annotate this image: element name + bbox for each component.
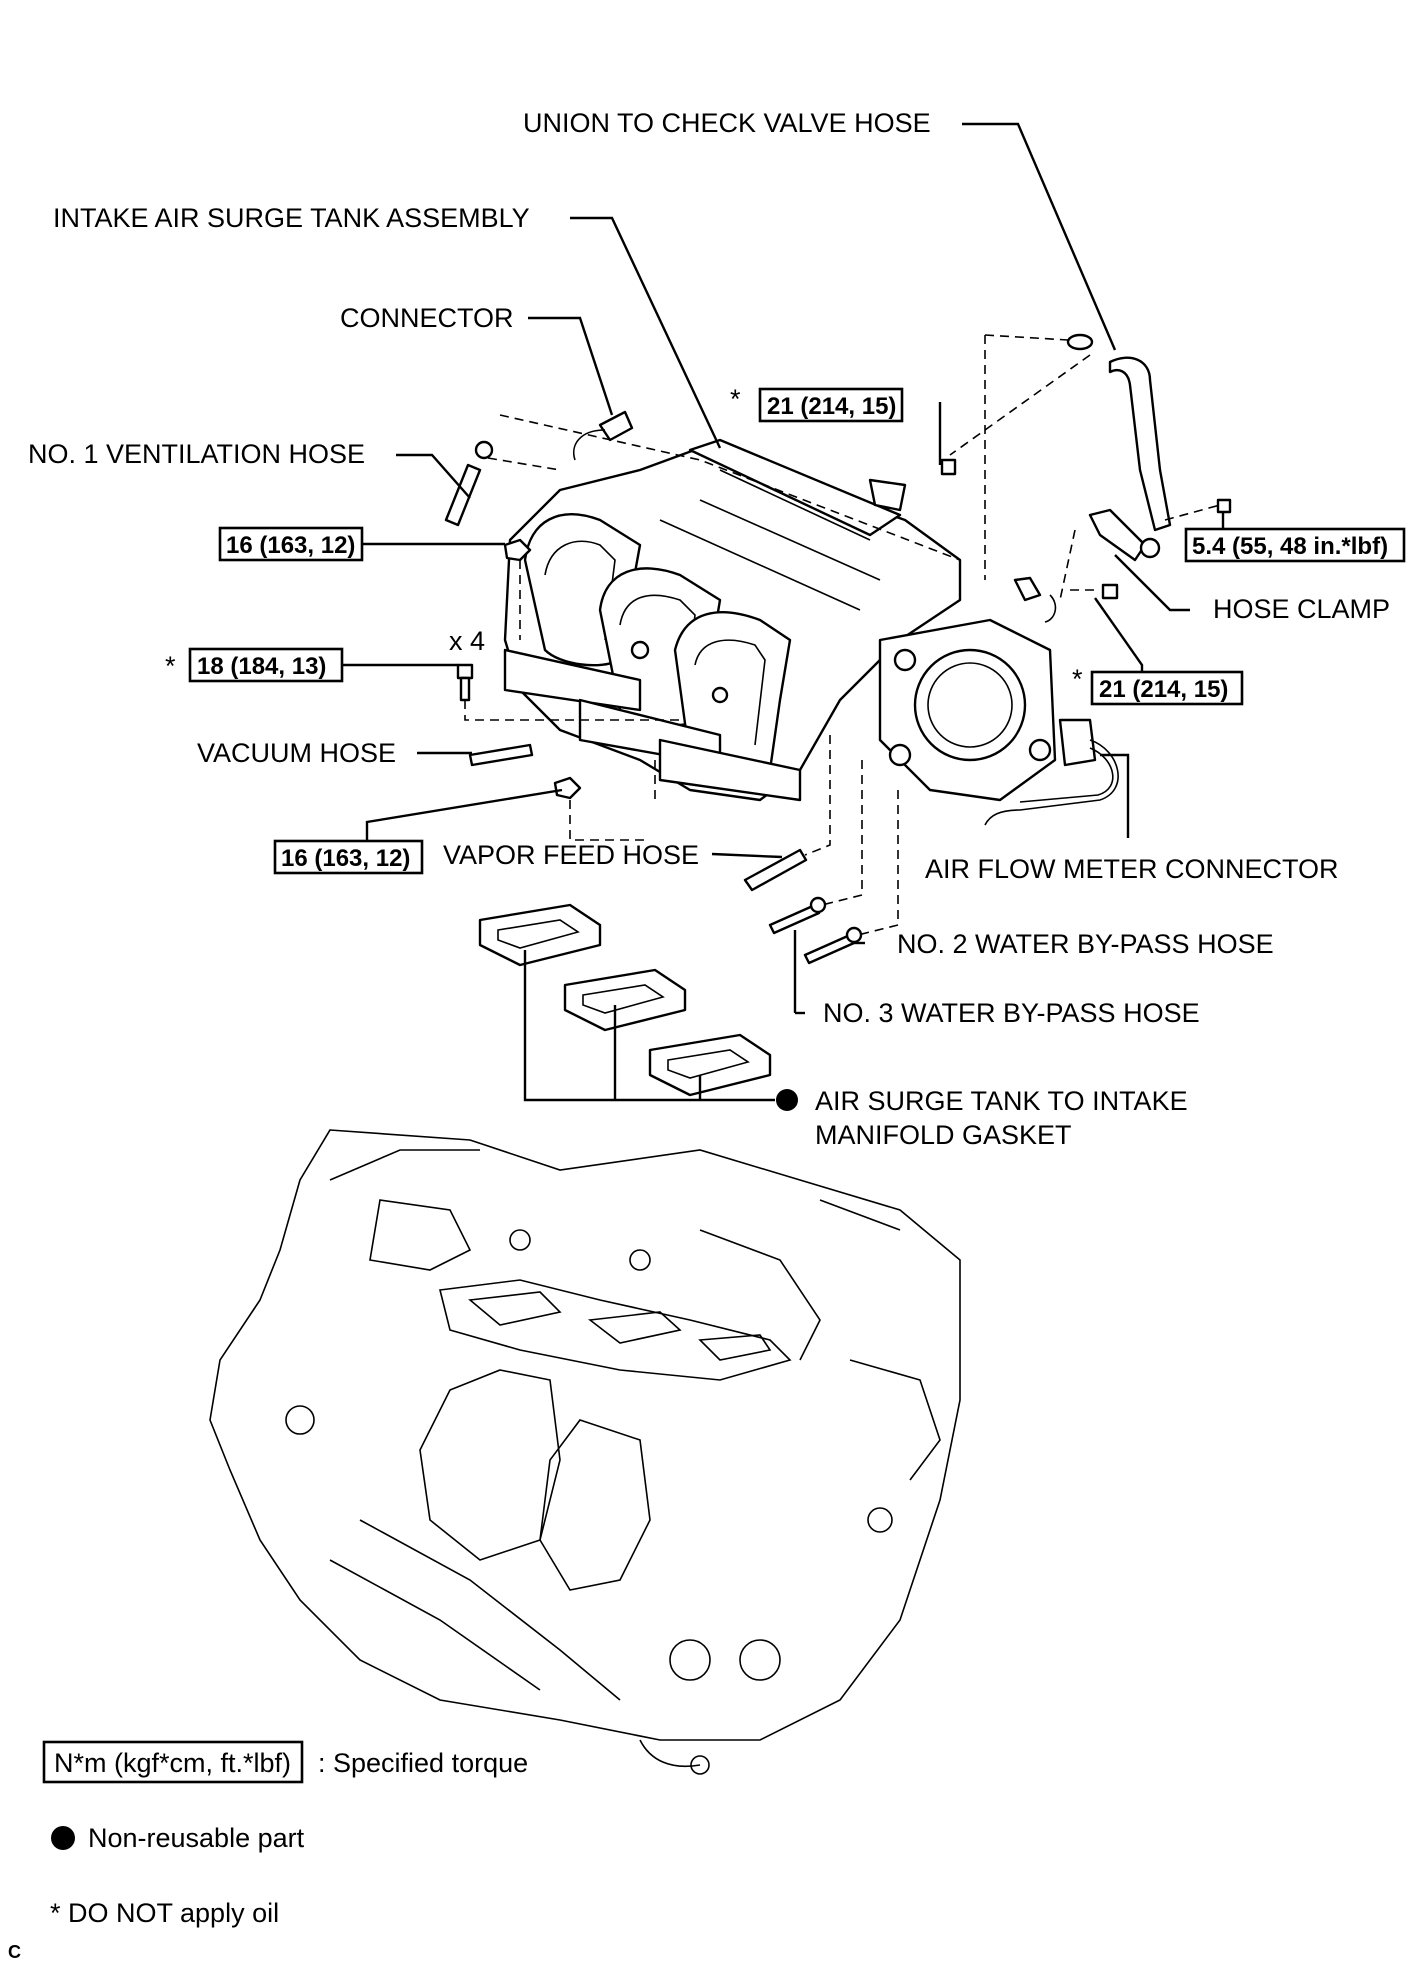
label-no2-water: NO. 2 WATER BY-PASS HOSE [897,929,1274,959]
label-afm-connector: AIR FLOW METER CONNECTOR [925,854,1339,884]
figure-code: C [8,1942,21,1962]
label-no3-water: NO. 3 WATER BY-PASS HOSE [823,998,1200,1028]
label-vacuum-hose: VACUUM HOSE [197,738,396,768]
torque-t21-top: 21 (214, 15) [767,393,896,420]
torque-t21-right: 21 (214, 15) [1099,676,1228,703]
star-t18: * [165,651,176,681]
torque-t18: 18 (184, 13) [197,653,326,680]
leader-lines [342,122,1225,1102]
nonreusable-mark [776,1089,798,1111]
alignment-lines [464,334,1221,936]
torque-t54: 5.4 (55, 48 in.*lbf) [1192,533,1388,560]
label-gasket-line1: AIR SURGE TANK TO INTAKE [815,1086,1188,1116]
legend-nonreuse-text: Non-reusable part [88,1823,305,1853]
legend-nonreuse-dot [51,1826,75,1850]
label-hose-clamp: HOSE CLAMP [1213,594,1390,624]
label-surge-tank: INTAKE AIR SURGE TANK ASSEMBLY [53,203,530,233]
label-gasket-line2: MANIFOLD GASKET [815,1120,1072,1150]
legend-torque-box: N*m (kgf*cm, ft.*lbf) [54,1748,291,1778]
callout-labels: UNION TO CHECK VALVE HOSE INTAKE AIR SUR… [28,108,1390,1150]
star-t21-top: * [730,384,741,414]
label-vent-hose: NO. 1 VENTILATION HOSE [28,439,365,469]
star-t21-right: * [1072,664,1083,694]
torque-callouts: 21 (214, 15) 5.4 (55, 48 in.*lbf) 16 (16… [188,387,1406,875]
label-qty: x 4 [449,626,485,656]
torque-t16-lower: 16 (163, 12) [281,845,410,872]
label-vapor-hose: VAPOR FEED HOSE [443,840,699,870]
torque-t16-upper: 16 (163, 12) [226,532,355,559]
label-connector: CONNECTOR [340,303,514,333]
surge-tank-drawing [503,410,1119,826]
legend: N*m (kgf*cm, ft.*lbf) : Specified torque… [8,1740,528,1962]
label-union-hose: UNION TO CHECK VALVE HOSE [523,108,931,138]
legend-nooil-text: * DO NOT apply oil [50,1898,279,1928]
small-parts [444,333,1232,965]
engine-block-drawing [209,1129,961,1775]
legend-torque-text: : Specified torque [318,1748,528,1778]
gaskets-drawing [478,903,772,1097]
